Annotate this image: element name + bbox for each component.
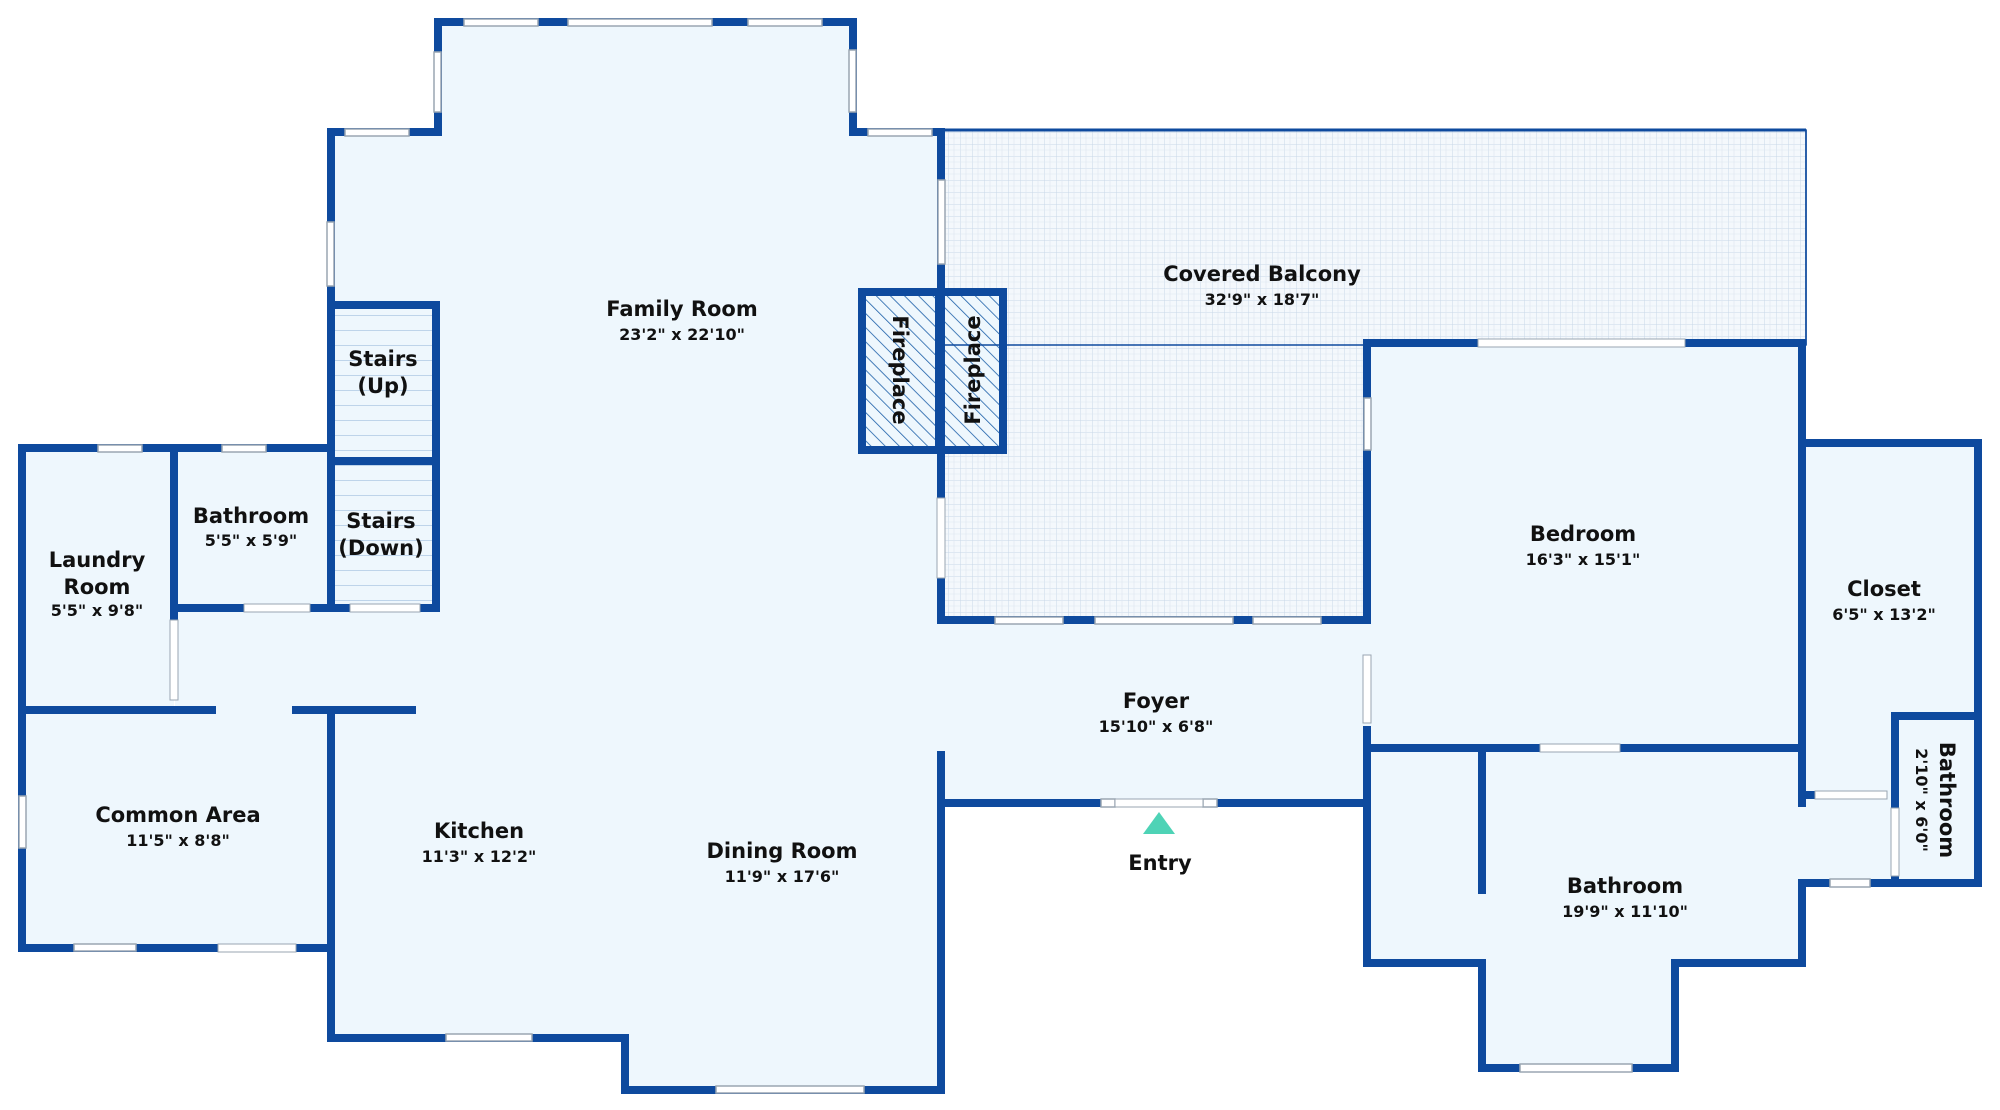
fireplace-right-hatch (943, 292, 1002, 448)
bedroom-floor (1367, 343, 1802, 748)
window (1519, 1063, 1633, 1073)
opening (1362, 654, 1372, 724)
window (1829, 878, 1871, 888)
opening (217, 943, 297, 953)
opening (349, 603, 421, 613)
opening (936, 497, 946, 579)
wall-closet (1798, 439, 1982, 887)
large-bathroom-name: Bathroom (1567, 874, 1683, 898)
openings (169, 338, 1900, 953)
window (867, 128, 933, 137)
wall-fireplace-right (937, 288, 1007, 454)
common-area-dims: 11'5" x 8'8" (126, 831, 230, 850)
window (747, 18, 823, 27)
wall-bedroom-top (1363, 339, 1482, 624)
window (73, 943, 137, 952)
floors (24, 22, 1978, 1090)
small-bathroom-dims: 5'5" x 5'9" (205, 531, 297, 550)
family-room-name: Family Room (606, 297, 757, 321)
window (1363, 397, 1372, 451)
window (1100, 798, 1116, 808)
wall-family-top (327, 18, 945, 309)
laundry-room-line1: Laundry (49, 548, 146, 572)
fireplace-left-label: Fireplace (888, 315, 912, 424)
fireplace-right-label: Fireplace (961, 315, 985, 424)
kitchen-dims: 11'3" x 12'2" (422, 847, 537, 866)
foyer-dims: 15'10" x 6'8" (1099, 717, 1214, 736)
stairs-up-line1: Stairs (348, 347, 417, 371)
labels: Family Room 23'2" x 22'10" Covered Balco… (49, 262, 1959, 921)
window (463, 18, 539, 27)
small-bathroom-name: Bathroom (193, 504, 309, 528)
closet-dims: 6'5" x 13'2" (1832, 605, 1936, 624)
bedroom-dims: 16'3" x 15'1" (1526, 550, 1641, 569)
window (937, 179, 946, 265)
window (221, 444, 267, 453)
window (18, 795, 27, 849)
window (994, 616, 1064, 625)
bedroom-name: Bedroom (1530, 522, 1636, 546)
window (97, 444, 143, 453)
fireplace-left-hatch (862, 292, 939, 448)
opening (243, 603, 311, 613)
opening (169, 619, 179, 701)
windows (18, 18, 1871, 1094)
covered-balcony-name: Covered Balcony (1163, 262, 1361, 286)
window (344, 128, 410, 137)
window (567, 18, 713, 27)
opening (1477, 338, 1686, 348)
window (433, 51, 442, 113)
large-bath-floor (1367, 748, 1895, 1068)
laundry-room-line2: Room (64, 575, 131, 599)
common-area-name: Common Area (95, 803, 260, 827)
narrow-bathroom-name: Bathroom (1935, 742, 1959, 858)
entry-door (1114, 798, 1204, 808)
window (445, 1033, 533, 1042)
window (848, 49, 857, 113)
opening (1539, 743, 1621, 753)
large-bathroom-dims: 19'9" x 11'10" (1562, 902, 1688, 921)
family-room-dims: 23'2" x 22'10" (619, 325, 745, 344)
stairs-down-line1: Stairs (346, 509, 415, 533)
window (326, 221, 335, 287)
window (1252, 616, 1322, 625)
foyer-name: Foyer (1123, 689, 1190, 713)
dining-room-dims: 11'9" x 17'6" (725, 867, 840, 886)
closet-name: Closet (1847, 577, 1921, 601)
stairs-down-line2: (Down) (338, 536, 423, 560)
common-area-floor (24, 708, 334, 948)
narrow-bathroom-dims: 2'10" x 6'0" (1912, 748, 1931, 852)
covered-balcony-dims: 32'9" x 18'7" (1205, 290, 1320, 309)
window (1094, 616, 1234, 625)
main-floor (175, 22, 1367, 1090)
entry-marker-icon (1143, 812, 1175, 834)
dining-room-name: Dining Room (707, 839, 858, 863)
stairs-up-treads (331, 303, 436, 458)
wall-large-bath (1363, 879, 1841, 1072)
laundry-room-dims: 5'5" x 9'8" (51, 601, 143, 620)
kitchen-name: Kitchen (434, 819, 524, 843)
window (715, 1085, 865, 1094)
opening (1890, 807, 1900, 877)
stairs-up-line2: (Up) (357, 374, 408, 398)
stairs-down-treads (331, 463, 436, 608)
opening (1814, 790, 1888, 800)
entry-label: Entry (1128, 851, 1192, 875)
small-bath-floor (174, 448, 334, 608)
window (1202, 798, 1218, 808)
